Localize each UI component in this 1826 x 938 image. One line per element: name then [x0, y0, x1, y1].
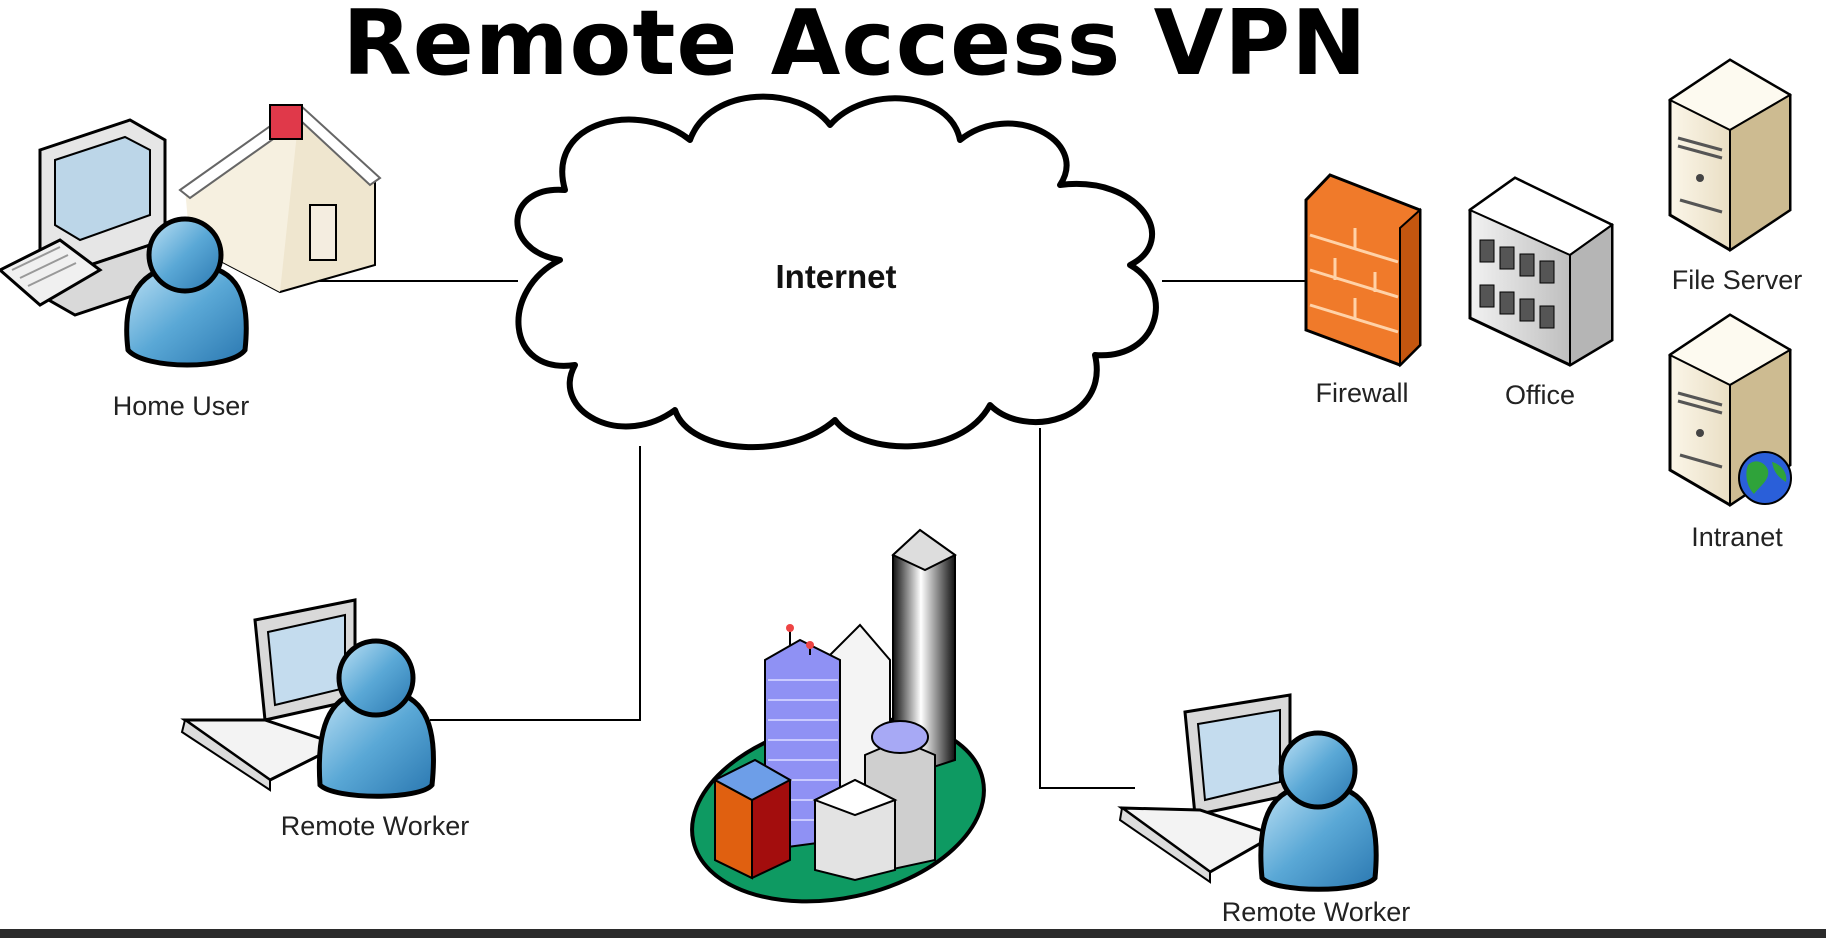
label-firewall: Firewall — [1315, 378, 1409, 408]
cloud-icon — [514, 93, 1159, 451]
intranet-server-node — [1668, 313, 1792, 507]
person-icon — [1258, 730, 1379, 892]
laptop-icon — [1117, 693, 1292, 884]
person-icon — [316, 638, 436, 799]
label-file-server: File Server — [1671, 265, 1803, 295]
connection-lines — [298, 280, 1306, 789]
firewall-icon — [1304, 173, 1422, 368]
label-remote-worker-right: Remote Worker — [1221, 897, 1411, 927]
link-remote-worker-left — [430, 446, 641, 721]
desktop-computer-icon — [0, 118, 167, 317]
label-intranet: Intranet — [1691, 522, 1783, 552]
office-building-icon — [1467, 176, 1614, 367]
label-home-user: Home User — [112, 391, 250, 421]
link-remote-worker-right — [1039, 428, 1135, 789]
remote-worker-right-node — [1117, 693, 1379, 892]
home-user-node — [0, 103, 382, 368]
city-icon — [690, 528, 986, 904]
diagram-title: Remote Access VPN — [342, 0, 1368, 96]
label-office: Office — [1504, 380, 1576, 410]
laptop-icon — [180, 598, 357, 792]
cloud-label-internet: Internet — [775, 258, 897, 295]
person-icon — [124, 216, 249, 368]
bottom-bar — [0, 929, 1826, 938]
server-icon — [1668, 58, 1792, 252]
label-remote-worker-left: Remote Worker — [280, 811, 470, 841]
remote-worker-left-node — [180, 598, 436, 799]
globe-icon — [1738, 451, 1792, 505]
